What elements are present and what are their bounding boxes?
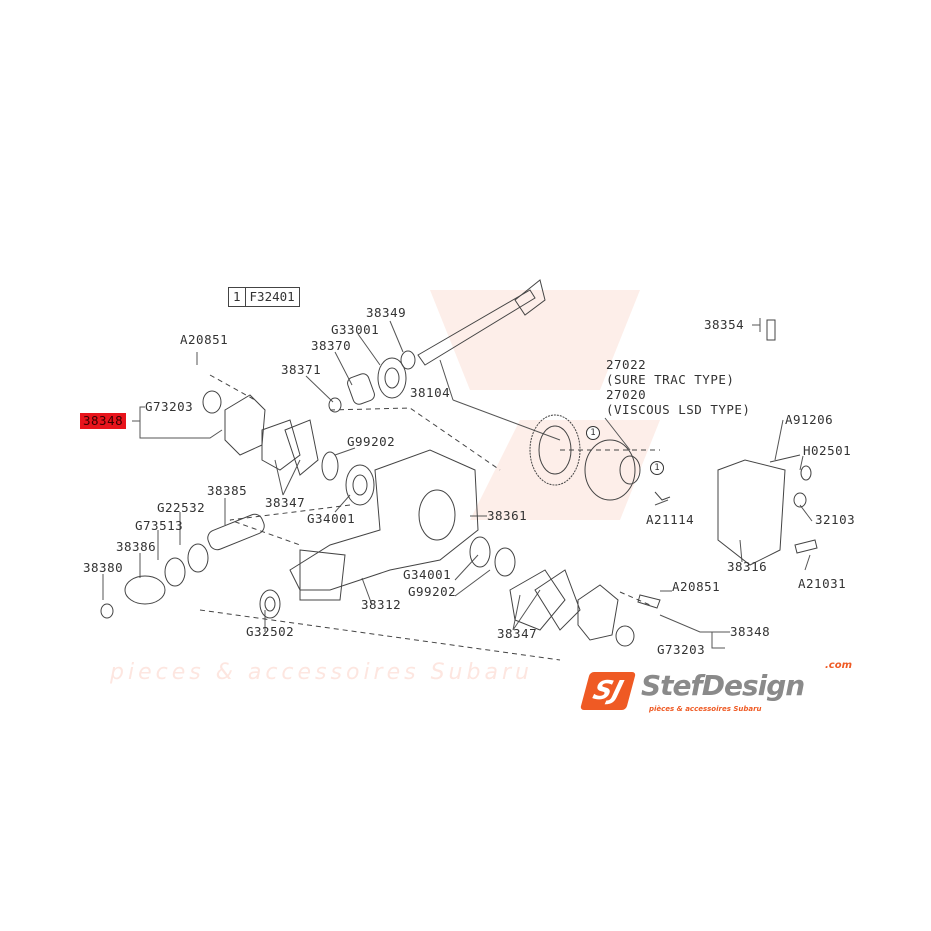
part-label-highlighted[interactable]: 38348 <box>80 413 127 429</box>
part-label[interactable]: A21114 <box>646 512 695 527</box>
logo-tagline: pièces & accessoires Subaru <box>649 705 762 713</box>
pinion-shaft <box>417 279 546 366</box>
part-label[interactable]: G73203 <box>145 399 194 414</box>
part-label[interactable]: 38348 <box>730 624 771 639</box>
part-label[interactable]: A20851 <box>672 579 721 594</box>
part-label[interactable]: 38380 <box>83 560 124 575</box>
part-label[interactable]: 38312 <box>361 597 402 612</box>
part-label[interactable]: 38371 <box>281 362 322 377</box>
reference-circle: 1 <box>229 288 246 306</box>
part-label[interactable]: 27022 <box>606 357 647 372</box>
bearing <box>377 357 407 399</box>
part-label[interactable]: 27020 <box>606 387 647 402</box>
logo-name: StefDesign <box>641 669 805 702</box>
part-note: (SURE TRAC TYPE) <box>606 372 735 387</box>
logo-mark: SJ <box>579 672 637 710</box>
part-label[interactable]: G34001 <box>403 567 452 582</box>
part-note: (VISCOUS LSD TYPE) <box>606 402 751 417</box>
watermark-logo-shape <box>430 290 660 520</box>
part-label[interactable]: G99202 <box>347 434 396 449</box>
part-label[interactable]: 38370 <box>311 338 352 353</box>
stefdesign-logo: SJ StefDesign .com pièces & accessoires … <box>579 660 865 718</box>
part-label[interactable]: 38361 <box>487 508 528 523</box>
part-label[interactable]: G33001 <box>331 322 380 337</box>
watermark-text: pieces & accessoires Subaru <box>110 660 533 685</box>
part-label[interactable]: 38349 <box>366 305 407 320</box>
part-label[interactable]: 32103 <box>815 512 856 527</box>
part-label[interactable]: H02501 <box>803 443 852 458</box>
part-label[interactable]: 38104 <box>410 385 451 400</box>
part-label[interactable]: 38354 <box>704 317 745 332</box>
reference-note: 1 F32401 <box>228 287 300 307</box>
part-label[interactable]: A20851 <box>180 332 229 347</box>
reference-circle-marker: 1 <box>650 461 664 475</box>
part-label[interactable]: 38316 <box>727 559 768 574</box>
part-label[interactable]: G99202 <box>408 584 457 599</box>
part-label[interactable]: 38347 <box>265 495 306 510</box>
part-label[interactable]: 38386 <box>116 539 157 554</box>
ring-gear <box>529 414 581 486</box>
reference-circle-marker: 1 <box>586 426 600 440</box>
part-label[interactable]: G73203 <box>657 642 706 657</box>
part-label[interactable]: 38347 <box>497 626 538 641</box>
part-label[interactable]: G34001 <box>307 511 356 526</box>
reference-code: F32401 <box>249 289 295 304</box>
part-label[interactable]: 38385 <box>207 483 248 498</box>
rear-cover <box>717 459 786 566</box>
part-label[interactable]: A21031 <box>798 576 847 591</box>
alignment-lines <box>199 374 660 661</box>
part-label[interactable]: G32502 <box>246 624 295 639</box>
part-label[interactable]: G22532 <box>157 500 206 515</box>
logo-domain: .com <box>825 660 853 671</box>
differential-housing <box>289 449 479 591</box>
part-label[interactable]: G73513 <box>135 518 184 533</box>
part-label[interactable]: A91206 <box>785 412 834 427</box>
differential-case <box>584 439 636 501</box>
leader-lines <box>102 318 813 649</box>
